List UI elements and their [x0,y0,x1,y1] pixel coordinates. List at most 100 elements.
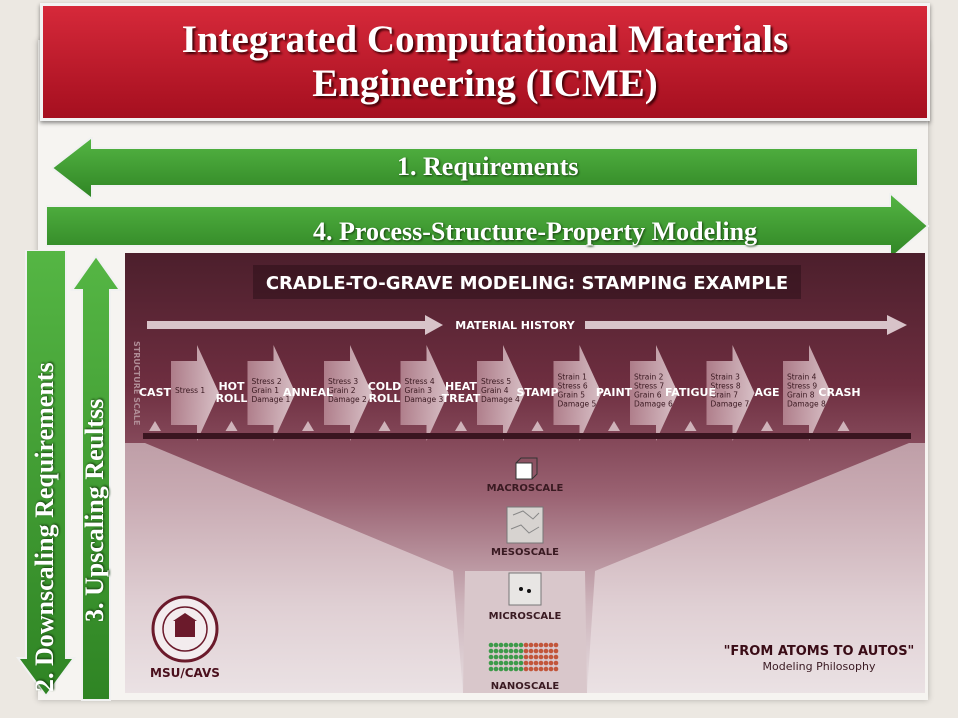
stage-chevron [477,345,525,441]
atom [548,660,554,666]
atom [533,666,539,672]
stage-label: CRASH [818,386,860,399]
scale-nano: NANOSCALE [491,681,560,692]
atom [498,654,504,660]
atom [523,642,529,648]
modeling-arrow [46,193,930,259]
stage-chevron [324,345,372,441]
atom [523,648,529,654]
atom [493,642,499,648]
stage-label: PAINT [596,386,633,399]
atom [518,666,524,672]
upscaling-arrow [70,254,122,704]
stage-label: AGE [754,386,779,399]
title-banner: Integrated Computational Materials Engin… [40,3,930,121]
history-arrow-left [147,315,443,335]
stage-upscale-marker [761,421,773,431]
atom [513,648,519,654]
stage-upscale-marker [149,421,161,431]
stage-chevron [706,345,755,441]
stage-upscale-marker [378,421,391,431]
atom [503,666,509,672]
stage-upscale-marker [837,421,850,431]
atom [528,666,534,672]
atom [503,642,509,648]
atom [498,666,504,672]
atom [498,648,504,654]
atom [518,654,524,660]
atom [503,648,509,654]
stage-label: ANNEAL [283,386,333,399]
stage-upscale-marker [302,421,314,431]
atom [548,654,554,660]
modeling-label: 4. Process-Structure-Property Modeling [313,217,758,246]
atom [518,642,524,648]
atom [488,654,494,660]
title-line-1: Integrated Computational Materials [181,18,789,61]
scale-meso: MESOSCALE [491,547,559,558]
downscaling-arrow [16,250,76,700]
atom [498,642,504,648]
stage-upscale-marker [531,421,544,431]
stage-label: FATIGUE [665,386,716,399]
atom [543,660,549,666]
atom [488,648,494,654]
atom [523,666,529,672]
microscale-image [508,572,542,606]
stage-upscale-marker [608,421,620,431]
diagram-heading: CRADLE-TO-GRAVE MODELING: STAMPING EXAMP… [266,273,788,294]
requirements-label: 1. Requirements [397,152,579,181]
atom [503,660,509,666]
stage-chevron [630,345,678,441]
atom [513,654,519,660]
atom [528,660,534,666]
atom [493,654,499,660]
atom [493,648,499,654]
atom [528,654,534,660]
atom [508,660,514,666]
stage-label: STAMP [516,386,558,399]
history-arrow-right [585,315,907,335]
stage-chevron [400,345,449,441]
mesoscale-grains [510,510,540,534]
philosophy-subtitle: Modeling Philosophy [763,660,876,673]
atom [493,660,499,666]
downscaling-label: 2. Downscaling Requirements [30,362,59,692]
atom [503,654,509,660]
requirements-arrow [52,137,922,199]
atom [523,654,529,660]
atom [543,642,549,648]
atom [548,648,554,654]
atom [533,654,539,660]
atom [548,642,554,648]
nanoscale-atoms [488,642,559,672]
atom [538,660,544,666]
stage-chevron [783,345,831,441]
atom [518,648,524,654]
stage-upscale-marker [455,421,467,431]
atom [533,660,539,666]
atom [513,642,519,648]
atom [488,660,494,666]
stamping-diagram: CRADLE-TO-GRAVE MODELING: STAMPING EXAMP… [125,253,925,693]
atom [538,648,544,654]
upscaling-label: 3. Upscaling Reultss [80,398,109,622]
atom [508,642,514,648]
atom [488,642,494,648]
stage-upscale-marker [225,421,238,431]
atom [543,666,549,672]
atom [538,642,544,648]
atom [553,654,559,660]
stage-upscale-marker [684,421,697,431]
atom [518,660,524,666]
